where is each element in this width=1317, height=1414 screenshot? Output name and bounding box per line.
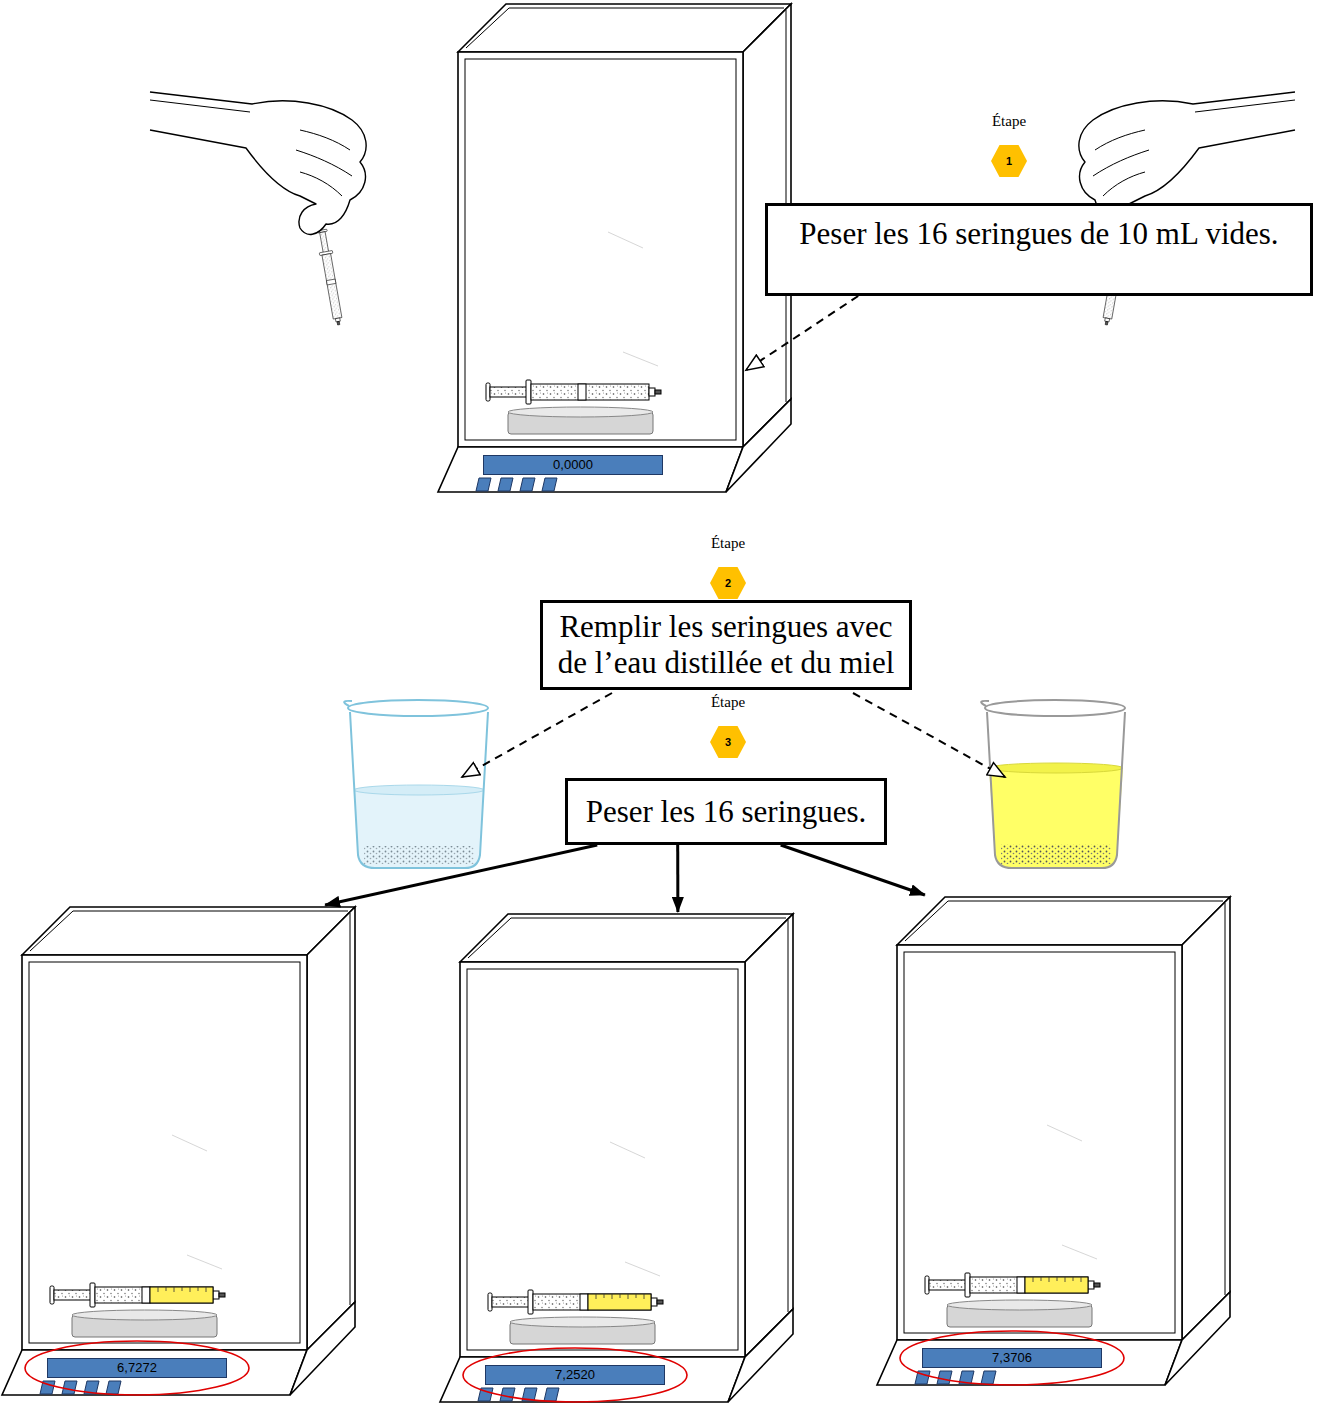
box-text: Peser les 16 seringues de 10 mL vides. (799, 216, 1278, 252)
step-label: Étape (955, 112, 1063, 130)
balance-left (150, 1287, 213, 1303)
balance-display: 0,0000 (483, 455, 663, 475)
balance-right (925, 1273, 1100, 1297)
display-reading: 0,0000 (553, 456, 593, 474)
step-number-holder: 1 (990, 144, 1028, 178)
process-box: Peser les 16 seringues. (565, 778, 887, 845)
step-number: 2 (725, 577, 731, 589)
water-beaker (354, 790, 484, 868)
balance-middle (488, 1290, 663, 1314)
connector-arrow (781, 845, 925, 895)
hexagon-badge (710, 567, 746, 599)
step-badge: Étape1 (985, 110, 1033, 180)
water-beaker (344, 701, 352, 706)
step-number-holder: 2 (709, 566, 747, 600)
balance-display: 7,3706 (922, 1348, 1102, 1368)
step-number-holder: 3 (709, 725, 747, 759)
display-reading: 7,2520 (555, 1366, 595, 1384)
display-reading: 7,3706 (992, 1349, 1032, 1367)
balance-middle (440, 914, 793, 1402)
process-box: Peser les 16 seringues de 10 mL vides. (765, 203, 1313, 296)
balance-top (438, 4, 791, 492)
hexagon-badge (710, 726, 746, 758)
highlight-ellipse (900, 1331, 1124, 1385)
honey-beaker (989, 763, 1123, 773)
balance-middle (440, 914, 793, 1402)
step-number: 3 (725, 736, 731, 748)
honey-beaker (987, 712, 1125, 868)
syringe-in-hand (316, 229, 346, 326)
step-label: Étape (674, 534, 782, 552)
honey-beaker (981, 700, 1125, 868)
water-beaker (348, 700, 488, 716)
leader-arrow (462, 693, 612, 777)
honey-beaker (985, 700, 1125, 716)
balance-top (438, 4, 791, 492)
balance-left (2, 907, 355, 1395)
box-text: Remplir les seringues avec de l’eau dist… (550, 609, 902, 680)
hexagon-badge (991, 145, 1027, 177)
honey-beaker (1001, 844, 1111, 864)
highlight-ellipse (463, 1348, 687, 1402)
balance-left (50, 1283, 225, 1307)
connector-arrow (746, 296, 858, 370)
display-reading: 6,7272 (117, 1359, 157, 1377)
balance-middle (488, 1290, 663, 1314)
balance-right (877, 897, 1230, 1385)
honey-beaker (989, 768, 1123, 868)
balance-right (925, 1273, 1100, 1297)
gloved-hand (150, 92, 366, 234)
process-box: Remplir les seringues avec de l’eau dist… (540, 600, 912, 690)
box-text: Peser les 16 seringues. (586, 794, 867, 830)
connector-arrow (676, 845, 679, 912)
balance-top (486, 380, 661, 404)
balance-right (1025, 1277, 1088, 1293)
leader-arrow (462, 693, 1005, 777)
balance: 7,2520 (440, 912, 795, 1404)
step-badge: Étape3 (704, 691, 752, 761)
balance-left (50, 1283, 225, 1307)
balance-display: 7,2520 (485, 1365, 665, 1385)
step-badge: Étape2 (704, 532, 752, 602)
water-beaker (350, 712, 488, 868)
balance-middle (588, 1294, 651, 1310)
leader-arrow (853, 693, 1005, 777)
highlight-ellipse (25, 1341, 249, 1395)
step-label: Étape (674, 693, 782, 711)
water-beaker (364, 846, 474, 864)
honey-beaker (981, 701, 989, 706)
balance: 6,7272 (2, 905, 357, 1397)
balance-display: 6,7272 (47, 1358, 227, 1378)
water-beaker (354, 785, 484, 795)
balance: 7,3706 (877, 895, 1232, 1387)
balance: 0,0000 (438, 52, 746, 494)
water-beaker (344, 700, 488, 868)
highlight-ellipse (25, 1331, 1124, 1402)
connector-arrow (325, 845, 597, 905)
step-number: 1 (1006, 155, 1012, 167)
balance-left (2, 907, 355, 1395)
balance-right (877, 897, 1230, 1385)
